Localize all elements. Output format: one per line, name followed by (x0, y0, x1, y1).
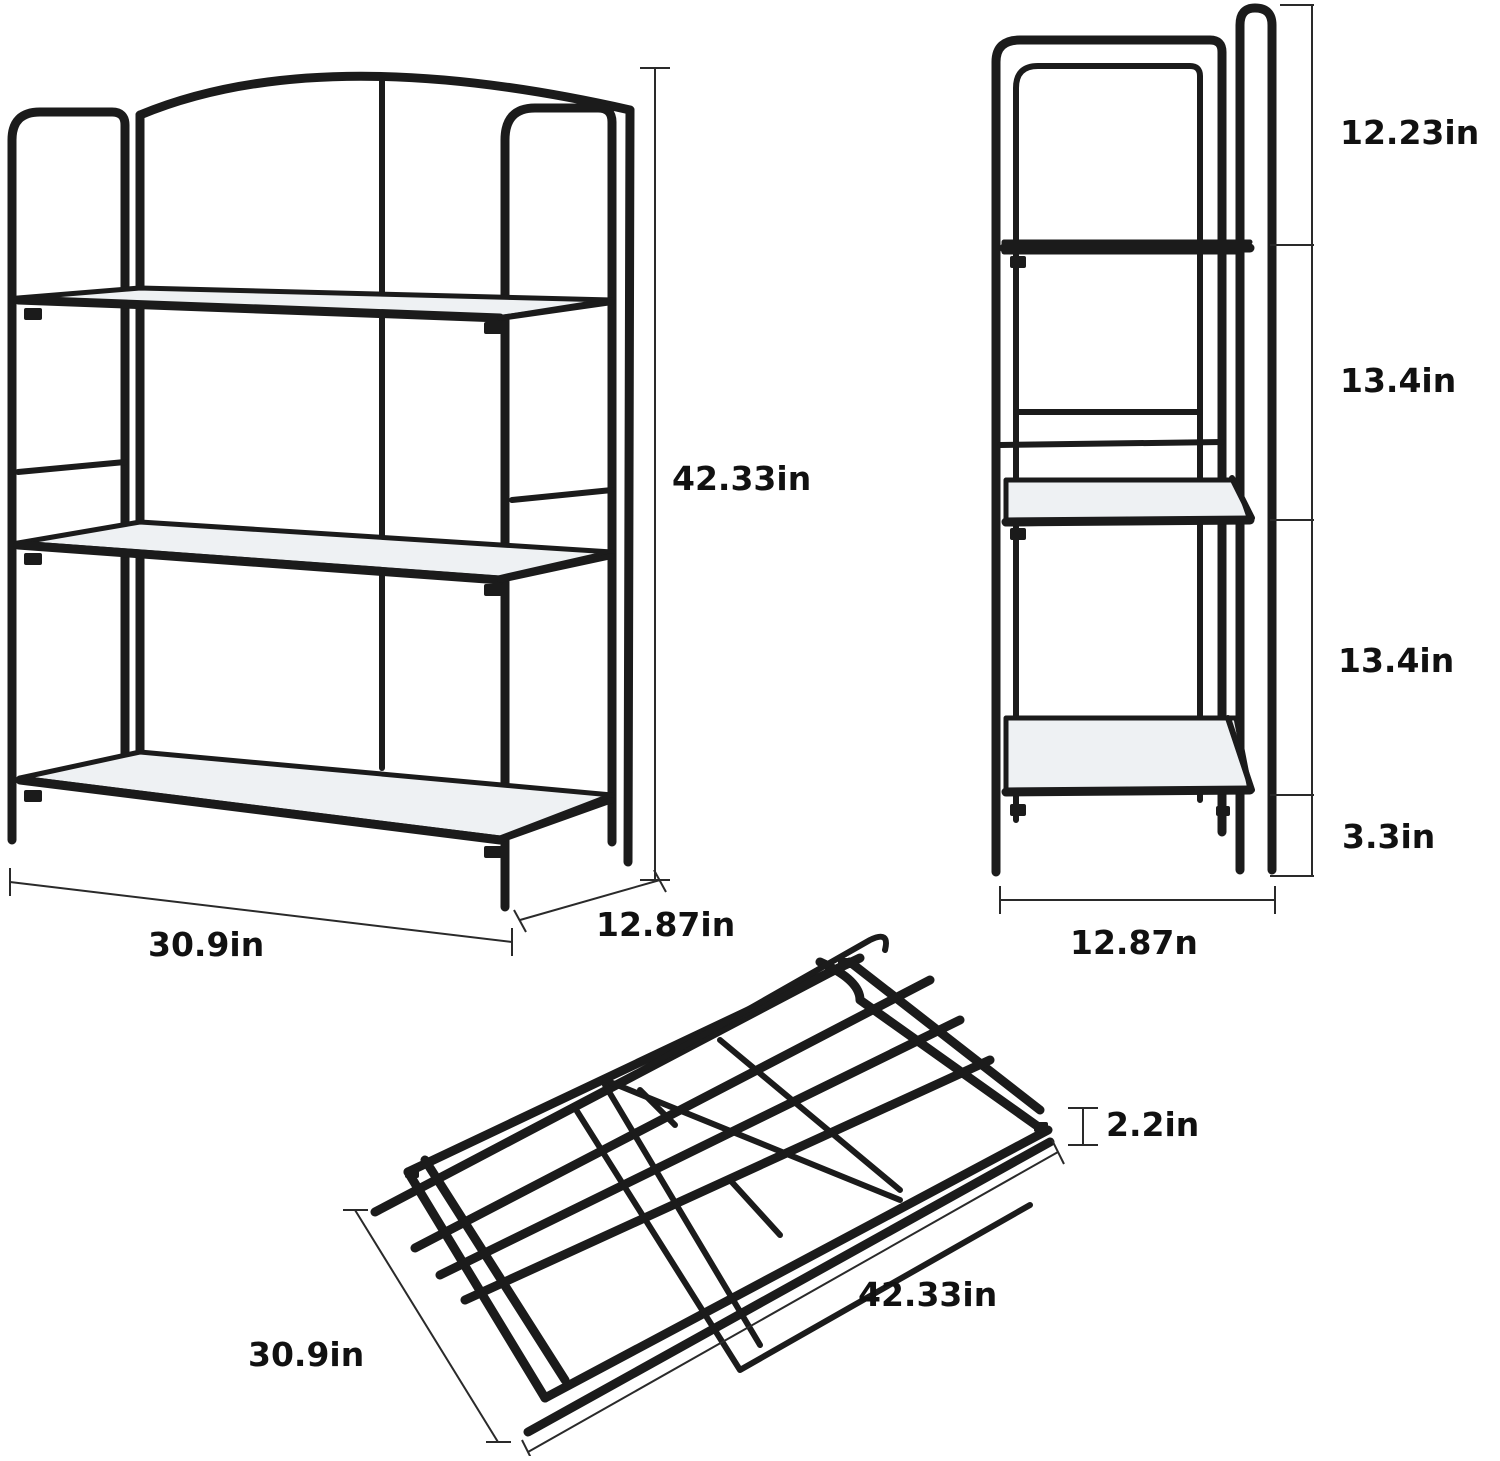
side-back-post (1235, 3, 1277, 875)
shelf-clip (484, 322, 502, 334)
side-inner-frame (1013, 63, 1203, 823)
side-middle-section-label: 13.4in (1340, 361, 1457, 400)
side-mid-rail-2 (997, 439, 1225, 448)
side-bottom-shelf (1003, 715, 1253, 795)
back-arch (135, 71, 635, 120)
top-shelf-right-bar (497, 299, 615, 321)
folded-length-dimension-line (527, 1151, 1059, 1453)
folded-view-dimensions (343, 1107, 1098, 1461)
top-shelf-front-bar (13, 295, 505, 323)
left-side-mid-rail (15, 459, 128, 475)
side-depth-label: 12.87n (1070, 923, 1198, 962)
shelf-clip (24, 308, 42, 320)
depth-dimension-line (519, 879, 661, 921)
side-top-section-label: 12.23in (1340, 113, 1480, 152)
width-dimension-line (9, 881, 513, 943)
front-view-dimensions (9, 67, 670, 956)
folded-width-dimension-line (354, 1209, 499, 1443)
bottom-shelf-right-bar (497, 797, 615, 843)
back-post-right (623, 105, 635, 867)
shelf-clip (484, 846, 502, 858)
folded-shelf (370, 933, 1055, 1437)
shelf-clip (1010, 256, 1026, 268)
shelf-clip (24, 790, 42, 802)
front-depth-label: 12.87in (596, 905, 736, 944)
right-side-mid-rail (509, 487, 615, 503)
side-outer-frame (991, 35, 1227, 877)
folded-length-label: 42.33in (858, 1275, 998, 1314)
middle-shelf-front-bar (13, 540, 505, 585)
folded-thickness-label: 2.2in (1106, 1105, 1200, 1144)
bottom-shelf-front-bar (15, 775, 505, 845)
shelf-clip (484, 584, 502, 596)
front-height-label: 42.33in (672, 459, 812, 498)
side-lower-section-label: 13.4in (1338, 641, 1455, 680)
right-side-frame (500, 103, 617, 912)
front-view-shelf (7, 71, 635, 912)
shelf-clip (1010, 804, 1026, 816)
shelf-clip (1216, 806, 1230, 816)
side-view-dimensions (999, 4, 1314, 914)
middle-shelf-right-bar (497, 553, 615, 583)
front-width-label: 30.9in (148, 925, 265, 964)
side-view-shelf (991, 3, 1277, 877)
left-side-frame (7, 107, 130, 845)
shelf-clip (1010, 528, 1026, 540)
side-bottom-clearance-label: 3.3in (1342, 817, 1436, 856)
folded-width-label: 30.9in (248, 1335, 365, 1374)
shelf-clip (24, 553, 42, 565)
